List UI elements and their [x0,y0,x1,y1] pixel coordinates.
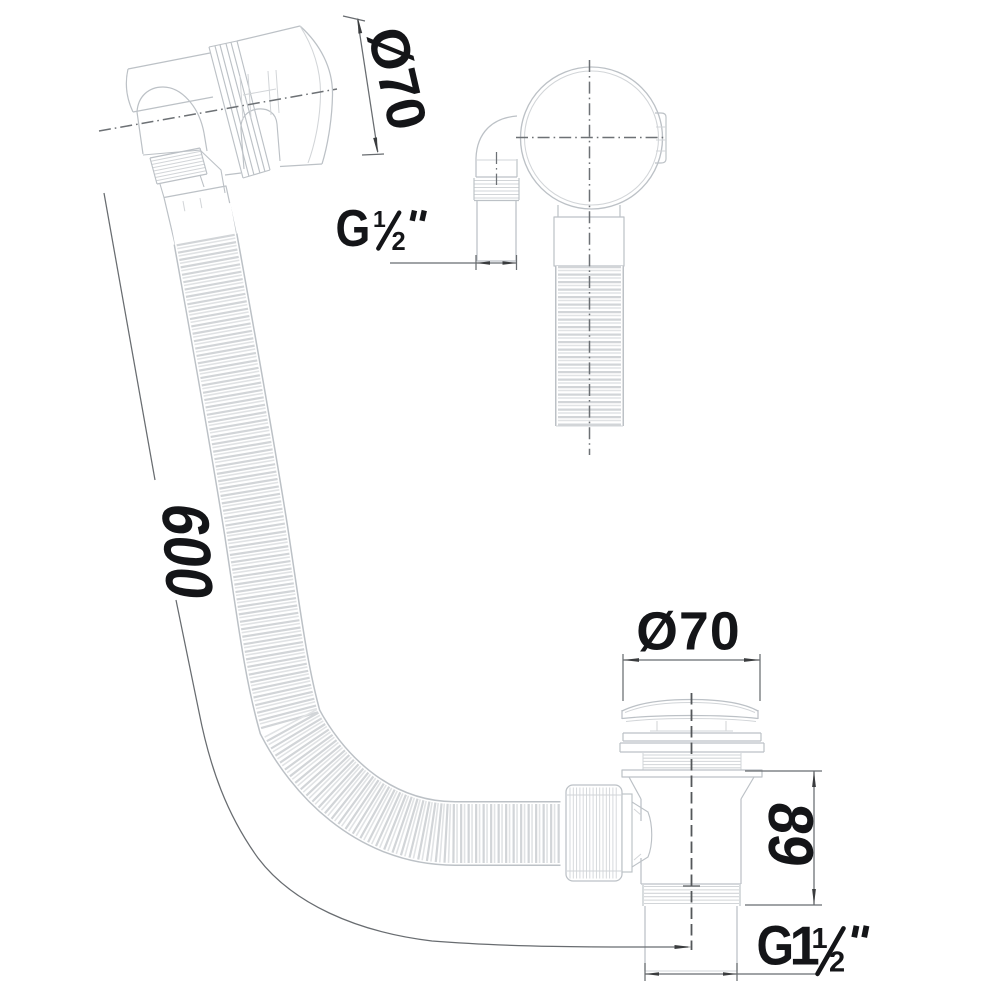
svg-text:2: 2 [392,228,406,256]
svg-text:89: 89 [755,799,826,870]
svg-text:1: 1 [373,206,386,232]
svg-text:G: G [757,916,795,978]
svg-text:1: 1 [812,923,828,955]
svg-text:600: 600 [147,501,226,603]
svg-text:1: 1 [790,916,820,977]
svg-text:2: 2 [829,947,845,979]
svg-text:G: G [336,200,371,258]
svg-text:Ø70: Ø70 [636,602,740,661]
